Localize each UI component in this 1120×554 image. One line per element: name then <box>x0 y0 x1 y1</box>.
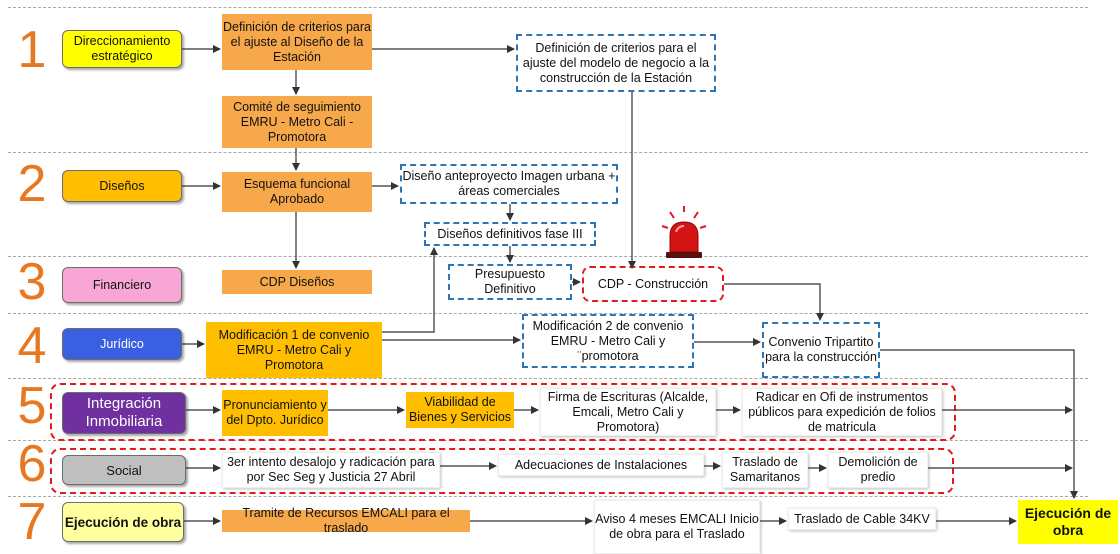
box-adecuaciones: Adecuaciones de Instalaciones <box>498 454 704 476</box>
box-pronunciamiento: Pronunciamiento y del Dpto. Jurídico <box>222 390 328 436</box>
row-separator <box>8 313 1088 314</box>
social-group <box>50 448 954 494</box>
arrow <box>880 349 1078 499</box>
box-demolicion: Demolición de predio <box>828 452 928 488</box>
box-definitivos: Diseños definitivos fase III <box>424 222 596 246</box>
box-modificacion-1: Modificación 1 de convenio EMRU - Metro … <box>206 322 382 378</box>
box-comite: Comité de seguimiento EMRU - Metro Cali … <box>222 96 372 148</box>
category-juridico: Jurídico <box>62 328 182 360</box>
box-modificacion-2: Modificación 2 de convenio EMRU - Metro … <box>522 314 694 368</box>
box-tramite: Tramite de Recursos EMCALI para el trasl… <box>222 506 470 535</box>
box-anteproyecto: Diseño anteproyecto Imagen urbana + área… <box>400 164 618 204</box>
row-separator <box>8 152 1088 153</box>
box-desalojo: 3er intento desalojo y radicación para p… <box>222 452 440 488</box>
category-financiero: Financiero <box>62 267 182 303</box>
category-disenos: Diseños <box>62 170 182 202</box>
step-number-3: 3 <box>17 253 47 311</box>
category-ejecucion: Ejecución de obra <box>62 502 184 542</box>
box-esquema: Esquema funcional Aprobado <box>222 172 372 212</box>
step-number-5: 5 <box>17 377 47 435</box>
row-separator <box>8 496 1088 497</box>
step-number-1: 1 <box>17 21 47 79</box>
siren-icon <box>661 206 707 258</box>
box-cable: Traslado de Cable 34KV <box>788 508 936 530</box>
box-cdp-disenos: CDP Diseños <box>222 270 372 294</box>
box-firma: Firma de Escrituras (Alcalde, Emcali, Me… <box>540 388 716 436</box>
step-number-2: 2 <box>17 155 47 213</box>
category-social: Social <box>62 455 186 485</box>
box-radicar: Radicar en Ofi de instrumentos públicos … <box>742 388 942 436</box>
category-direccionamiento: Direccionamiento estratégico <box>62 30 182 68</box>
category-integracion: Integración Inmobiliaria <box>62 392 186 434</box>
row-separator <box>8 7 1088 8</box>
box-aviso: Aviso 4 meses EMCALI Inicio de obra para… <box>594 500 760 554</box>
box-viabilidad: Viabilidad de Bienes y Servicios <box>406 392 514 428</box>
box-tripartito: Convenio Tripartito para la construcción <box>762 322 880 378</box>
arrow <box>382 247 438 333</box>
row-separator <box>8 378 1088 379</box>
box-ejecucion-obra: Ejecución de obra <box>1018 500 1118 544</box>
box-def-criterios-modelo: Definición de criterios para el ajuste d… <box>516 34 716 92</box>
row-separator <box>8 256 1088 257</box>
step-number-7: 7 <box>17 493 47 551</box>
box-traslado-samaritanos: Traslado de Samaritanos <box>722 452 808 488</box>
arrow <box>724 283 824 321</box>
box-def-criterios-diseno: Definición de criterios para el ajuste a… <box>222 14 372 70</box>
integracion-group <box>50 383 956 441</box>
step-number-4: 4 <box>17 317 47 375</box>
box-presupuesto: Presupuesto Definitivo <box>448 264 572 300</box>
box-cdp-construccion: CDP - Construcción <box>582 266 724 302</box>
step-number-6: 6 <box>17 435 47 493</box>
